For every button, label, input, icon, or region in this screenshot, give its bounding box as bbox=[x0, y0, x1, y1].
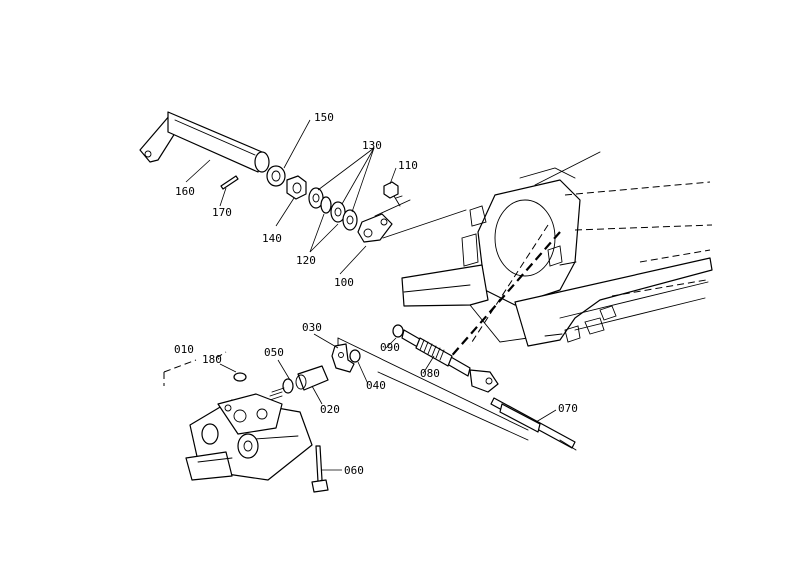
bolt-060 bbox=[311, 445, 329, 493]
leader-lines bbox=[185, 119, 557, 471]
valve-body-010 bbox=[185, 393, 313, 481]
collar-150 bbox=[266, 165, 286, 187]
link-plate-100 bbox=[357, 199, 467, 243]
tractor-frame bbox=[401, 151, 713, 347]
rod-assembly bbox=[337, 324, 577, 451]
nut-140 bbox=[286, 175, 307, 200]
label-020: 020 bbox=[320, 403, 340, 416]
label-150: 150 bbox=[314, 111, 334, 124]
o-ring-180 bbox=[233, 372, 247, 382]
nut-040 bbox=[349, 349, 361, 363]
lever-arm-160 bbox=[139, 111, 270, 173]
label-080: 080 bbox=[420, 367, 440, 380]
label-180: 180 bbox=[202, 353, 222, 366]
label-120: 120 bbox=[296, 254, 316, 267]
label-050: 050 bbox=[264, 346, 284, 359]
cylinder-020 bbox=[269, 365, 329, 401]
bolt-110 bbox=[383, 181, 403, 207]
label-090: 090 bbox=[380, 341, 400, 354]
part-labels: 150 130 110 160 170 140 120 100 030 090 … bbox=[174, 111, 578, 477]
pin-170 bbox=[220, 175, 239, 190]
label-160: 160 bbox=[175, 185, 195, 198]
bracket-010 bbox=[163, 359, 197, 386]
label-030: 030 bbox=[302, 321, 322, 334]
label-010: 010 bbox=[174, 343, 194, 356]
label-100: 100 bbox=[334, 276, 354, 289]
centerline bbox=[447, 231, 561, 361]
label-040: 040 bbox=[366, 379, 386, 392]
label-060: 060 bbox=[344, 464, 364, 477]
label-110: 110 bbox=[398, 159, 418, 172]
label-170: 170 bbox=[212, 206, 232, 219]
label-070: 070 bbox=[558, 402, 578, 415]
label-140: 140 bbox=[262, 232, 282, 245]
bracket-180 bbox=[215, 351, 227, 359]
label-130: 130 bbox=[362, 139, 382, 152]
elbow-fitting-030 bbox=[331, 343, 355, 373]
washers-120-130 bbox=[308, 187, 358, 231]
